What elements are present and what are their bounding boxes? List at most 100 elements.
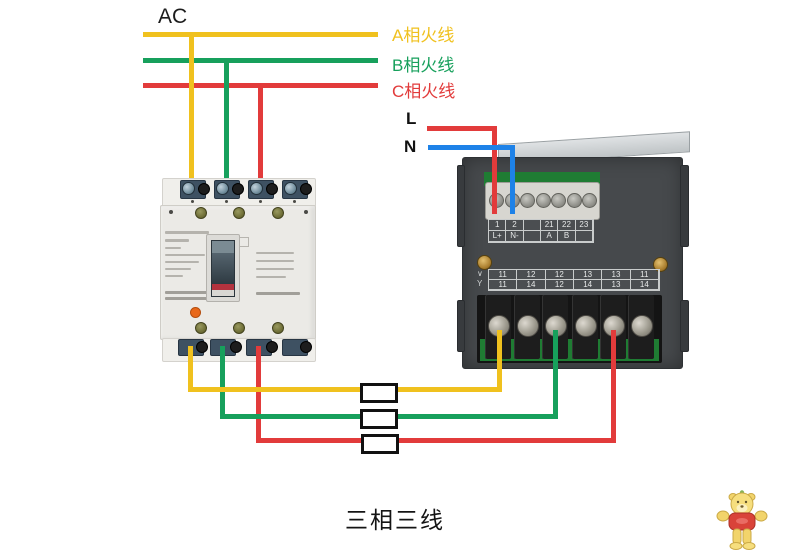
- screw-dot: [293, 200, 296, 203]
- terminal-cell: 12: [545, 280, 574, 290]
- breaker-indicator-dot: [190, 307, 201, 318]
- ac-source-label: AC: [158, 5, 188, 28]
- phase-a-breaker-out-wire: [188, 346, 193, 392]
- aux-screw-icon: [551, 193, 566, 208]
- terminal-cell: 12: [517, 270, 546, 280]
- terminal-screw-icon: [198, 183, 210, 195]
- terminal-screw-icon: [300, 183, 312, 195]
- neutral-wire-vertical: [510, 145, 515, 214]
- meter-side-tab: [457, 165, 465, 247]
- terminal-screw-icon: [284, 182, 297, 195]
- terminal-cell: 11: [489, 270, 518, 280]
- phase-b-breaker-out-wire: [220, 346, 225, 419]
- terminal-cell: 21: [541, 220, 559, 231]
- terminal-screw-icon: [266, 183, 278, 195]
- terminal-screw-icon: [232, 183, 244, 195]
- terminal-cell: 12: [545, 270, 574, 280]
- phase-a-run-wire: [188, 387, 502, 392]
- phase-c-breaker-out-wire: [256, 346, 261, 443]
- breaker-print-line: [256, 252, 294, 254]
- terminal-cell: 14: [574, 280, 603, 290]
- phase-c-run-wire: [256, 438, 616, 443]
- circuit-breaker: [160, 170, 316, 362]
- phase-b-bus-wire: [143, 58, 378, 63]
- meter-side-tab: [457, 300, 465, 352]
- diagram-caption: 三相三线: [345, 507, 445, 533]
- meter-side-tab: [680, 300, 689, 352]
- io-screw-icon: [517, 315, 539, 337]
- terminal-cell: 14: [630, 280, 659, 290]
- breaker-print-line: [165, 231, 209, 234]
- phase-b-meter-in-wire: [553, 330, 558, 419]
- breaker-print-line: [256, 292, 300, 295]
- screw-dot: [259, 200, 262, 203]
- terminal-cell: 13: [602, 270, 631, 280]
- breaker-print-line: [256, 268, 294, 270]
- phase-a-drop-wire: [189, 32, 194, 190]
- breaker-print-line: [256, 260, 294, 262]
- terminal-screw-icon: [196, 341, 208, 353]
- terminal-screw-icon: [216, 182, 229, 195]
- wire-connector-block-c: [361, 434, 399, 454]
- aux-screw-icon: [582, 193, 597, 208]
- terminal-cell: L+: [489, 231, 507, 242]
- terminal-cell: 13: [602, 280, 631, 290]
- live-wire-horizontal: [427, 126, 497, 131]
- aux-terminal-connector: [485, 182, 600, 220]
- terminal-screw-icon: [250, 182, 263, 195]
- breaker-handle-window: [211, 240, 235, 297]
- io-screw-icon: [575, 315, 597, 337]
- case-screw-icon: [272, 322, 284, 334]
- breaker-print-line: [165, 291, 211, 294]
- handle-red-stripe: [212, 284, 234, 290]
- breaker-print-line: [165, 268, 191, 270]
- terminal-cell: N-: [506, 231, 524, 242]
- terminal-cell: A: [541, 231, 559, 242]
- phase-a-bus-wire: [143, 32, 378, 37]
- case-screw-icon: [195, 322, 207, 334]
- breaker-print-line: [165, 247, 181, 249]
- phase-a-label: A相火线: [392, 26, 455, 45]
- terminal-screw-icon: [300, 341, 312, 353]
- live-label: L: [406, 109, 417, 128]
- aux-screw-icon: [567, 193, 582, 208]
- io-row-symbol-y: Y: [477, 279, 483, 288]
- terminal-cell: [575, 231, 593, 242]
- aux-terminal-table: 1 2 21 22 23 L+ N- A B: [488, 219, 594, 243]
- terminal-cell: 1: [489, 220, 507, 231]
- terminal-cell: 13: [574, 270, 603, 280]
- screw-dot: [191, 200, 194, 203]
- breaker-print-line: [165, 275, 183, 277]
- phase-a-meter-in-wire: [497, 330, 502, 392]
- case-dot: [169, 210, 173, 214]
- terminal-cell: B: [558, 231, 576, 242]
- terminal-cell: 2: [506, 220, 524, 231]
- mount-screw-icon: [653, 257, 668, 272]
- io-terminal-table: 11 12 12 13 13 11 11 14 12 14 13 14: [488, 269, 660, 291]
- breaker-print-line: [165, 254, 205, 256]
- live-wire-vertical: [492, 126, 497, 214]
- terminal-cell: 11: [630, 270, 659, 280]
- case-screw-icon: [272, 207, 284, 219]
- case-screw-icon: [195, 207, 207, 219]
- meter-side-tab: [680, 165, 689, 247]
- phase-c-label: C相火线: [392, 82, 456, 101]
- breaker-handle: [212, 253, 234, 284]
- terminal-cell: [523, 220, 541, 231]
- watermark-mascot: [716, 490, 768, 550]
- breaker-print-line: [165, 297, 211, 300]
- handle-bottom-face: [212, 290, 234, 296]
- terminal-screw-icon: [230, 341, 242, 353]
- case-screw-icon: [233, 207, 245, 219]
- breaker-print-line: [165, 239, 189, 242]
- wire-connector-block-b: [360, 409, 398, 429]
- phase-c-drop-wire: [258, 83, 263, 190]
- terminal-cell: 14: [517, 280, 546, 290]
- case-dot: [304, 210, 308, 214]
- terminal-screw-icon: [182, 182, 195, 195]
- phase-b-label: B相火线: [392, 56, 455, 75]
- io-row-symbol-v: ∨: [477, 269, 483, 278]
- neutral-label: N: [404, 137, 417, 156]
- wire-connector-block-a: [360, 383, 398, 403]
- phase-c-meter-in-wire: [611, 330, 616, 443]
